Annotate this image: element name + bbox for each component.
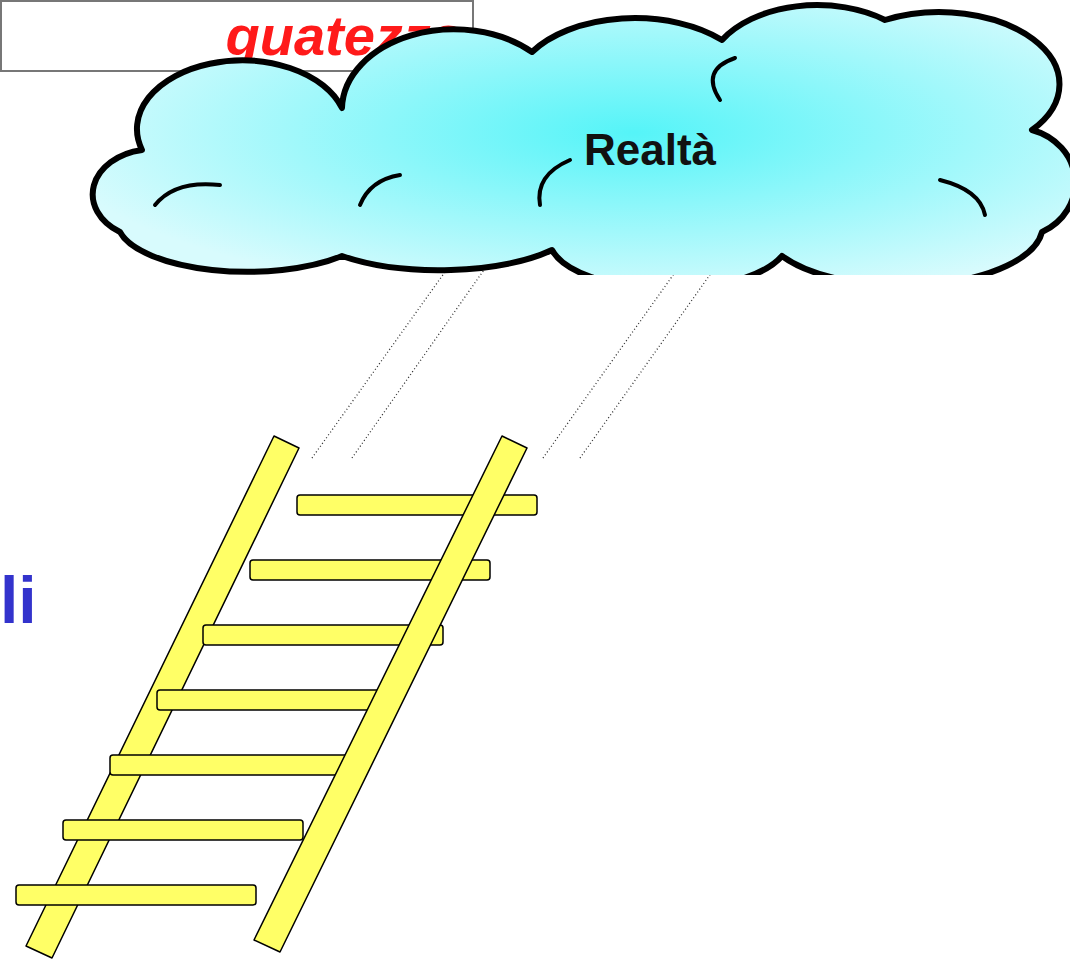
cloud-label: Realtà (584, 125, 716, 175)
ladder-rung (157, 690, 397, 710)
ladder-rung (16, 885, 256, 905)
ladder-rail (254, 436, 527, 952)
ladder-rung (110, 755, 350, 775)
cloud-curl (539, 160, 570, 205)
cloud-curl (360, 175, 400, 205)
cloud-curl (940, 180, 985, 215)
cloud-node: Realtà (80, 0, 1070, 275)
cloud-shape (80, 0, 1070, 275)
cloud-curl (713, 58, 735, 100)
ladder (16, 436, 537, 958)
ladder-rung (63, 820, 303, 840)
cloud-curl (155, 184, 220, 205)
side-label: li (0, 562, 37, 638)
cloud-outline (93, 5, 1070, 275)
